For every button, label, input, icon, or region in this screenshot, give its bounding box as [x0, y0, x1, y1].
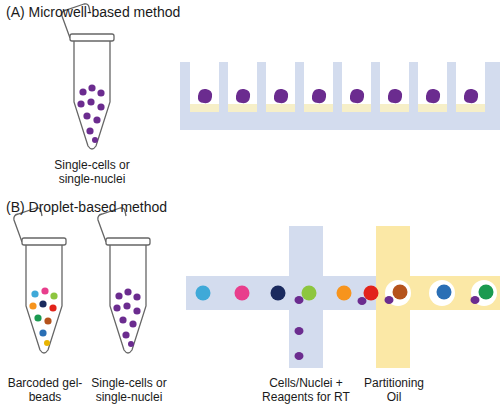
particle — [44, 317, 51, 324]
tube-rim — [22, 238, 66, 245]
panel-heading: (A) Microwell-based method — [6, 4, 266, 21]
particle — [77, 100, 84, 107]
particle — [113, 304, 120, 311]
gel-bead — [235, 286, 250, 301]
gel-bead — [196, 286, 211, 301]
particle — [39, 329, 46, 336]
well-reagent — [228, 104, 257, 112]
particle — [133, 307, 140, 314]
well — [190, 62, 219, 112]
particle — [129, 320, 136, 327]
inlet-channel — [289, 226, 323, 368]
particle — [86, 127, 93, 134]
gel-bead — [437, 285, 452, 300]
droplet — [471, 280, 497, 306]
cell — [312, 89, 326, 103]
cell — [295, 327, 304, 335]
cell — [358, 297, 367, 305]
tube-label: Single-cells or single-nuclei — [84, 376, 174, 405]
well — [228, 62, 257, 112]
gel-bead — [271, 286, 286, 301]
well-reagent — [418, 104, 447, 112]
well — [304, 62, 333, 112]
particle — [44, 340, 50, 346]
tube-body — [26, 244, 62, 353]
cell — [426, 89, 440, 103]
gel-bead — [479, 285, 494, 300]
channel-label: Partitioning Oil — [362, 376, 426, 405]
cell — [198, 89, 212, 103]
well-reagent — [342, 104, 371, 112]
droplet — [385, 280, 411, 306]
particle — [49, 304, 56, 311]
tube-label: Barcoded gel-beads — [6, 376, 84, 405]
microwell-plate — [180, 62, 500, 130]
tube-label: Single-cells or single-nuclei — [47, 158, 137, 187]
cell — [388, 89, 402, 103]
cell — [350, 89, 364, 103]
well — [380, 62, 409, 112]
tube-body — [110, 244, 146, 353]
cell — [471, 296, 480, 304]
well-reagent — [266, 104, 295, 112]
particle — [92, 137, 98, 143]
tube-body — [74, 40, 110, 149]
particle — [119, 316, 126, 323]
cell — [464, 89, 478, 103]
well — [418, 62, 447, 112]
particle — [83, 112, 90, 119]
cell — [295, 296, 304, 304]
gel-bead — [393, 285, 408, 300]
particle — [122, 331, 129, 338]
gel-bead — [364, 286, 379, 301]
tube-rim — [70, 34, 114, 41]
wells — [190, 62, 485, 112]
particle — [34, 314, 41, 321]
particle — [115, 292, 122, 299]
tube — [98, 208, 150, 353]
particle — [50, 292, 57, 299]
particle — [31, 290, 38, 297]
particle — [29, 302, 36, 309]
particle — [41, 287, 48, 294]
particle — [123, 302, 130, 309]
well-reagent — [456, 104, 485, 112]
panel-heading: (B) Droplet-based method — [6, 199, 266, 216]
well — [342, 62, 371, 112]
particle — [88, 84, 95, 91]
channel-label: Cells/Nuclei + Reagents for RT — [254, 376, 358, 405]
aqueous-channel — [186, 276, 382, 310]
outlet-channel — [376, 276, 500, 310]
cell — [385, 296, 394, 304]
droplet — [429, 280, 455, 306]
cell — [274, 89, 288, 103]
particle — [97, 103, 104, 110]
gel-bead — [337, 286, 352, 301]
particle — [79, 88, 86, 95]
particle — [133, 293, 140, 300]
particle — [93, 116, 100, 123]
well — [456, 62, 485, 112]
particle — [97, 89, 104, 96]
cell — [295, 352, 304, 360]
cell — [236, 89, 250, 103]
gel-bead — [302, 286, 317, 301]
well-reagent — [380, 104, 409, 112]
particle — [87, 98, 94, 105]
particle — [128, 341, 134, 347]
tube-rim — [106, 238, 150, 245]
well-reagent — [304, 104, 333, 112]
well — [266, 62, 295, 112]
particle — [124, 288, 131, 295]
well-reagent — [190, 104, 219, 112]
tube — [62, 4, 114, 149]
tube — [14, 208, 66, 353]
particle — [39, 300, 46, 307]
